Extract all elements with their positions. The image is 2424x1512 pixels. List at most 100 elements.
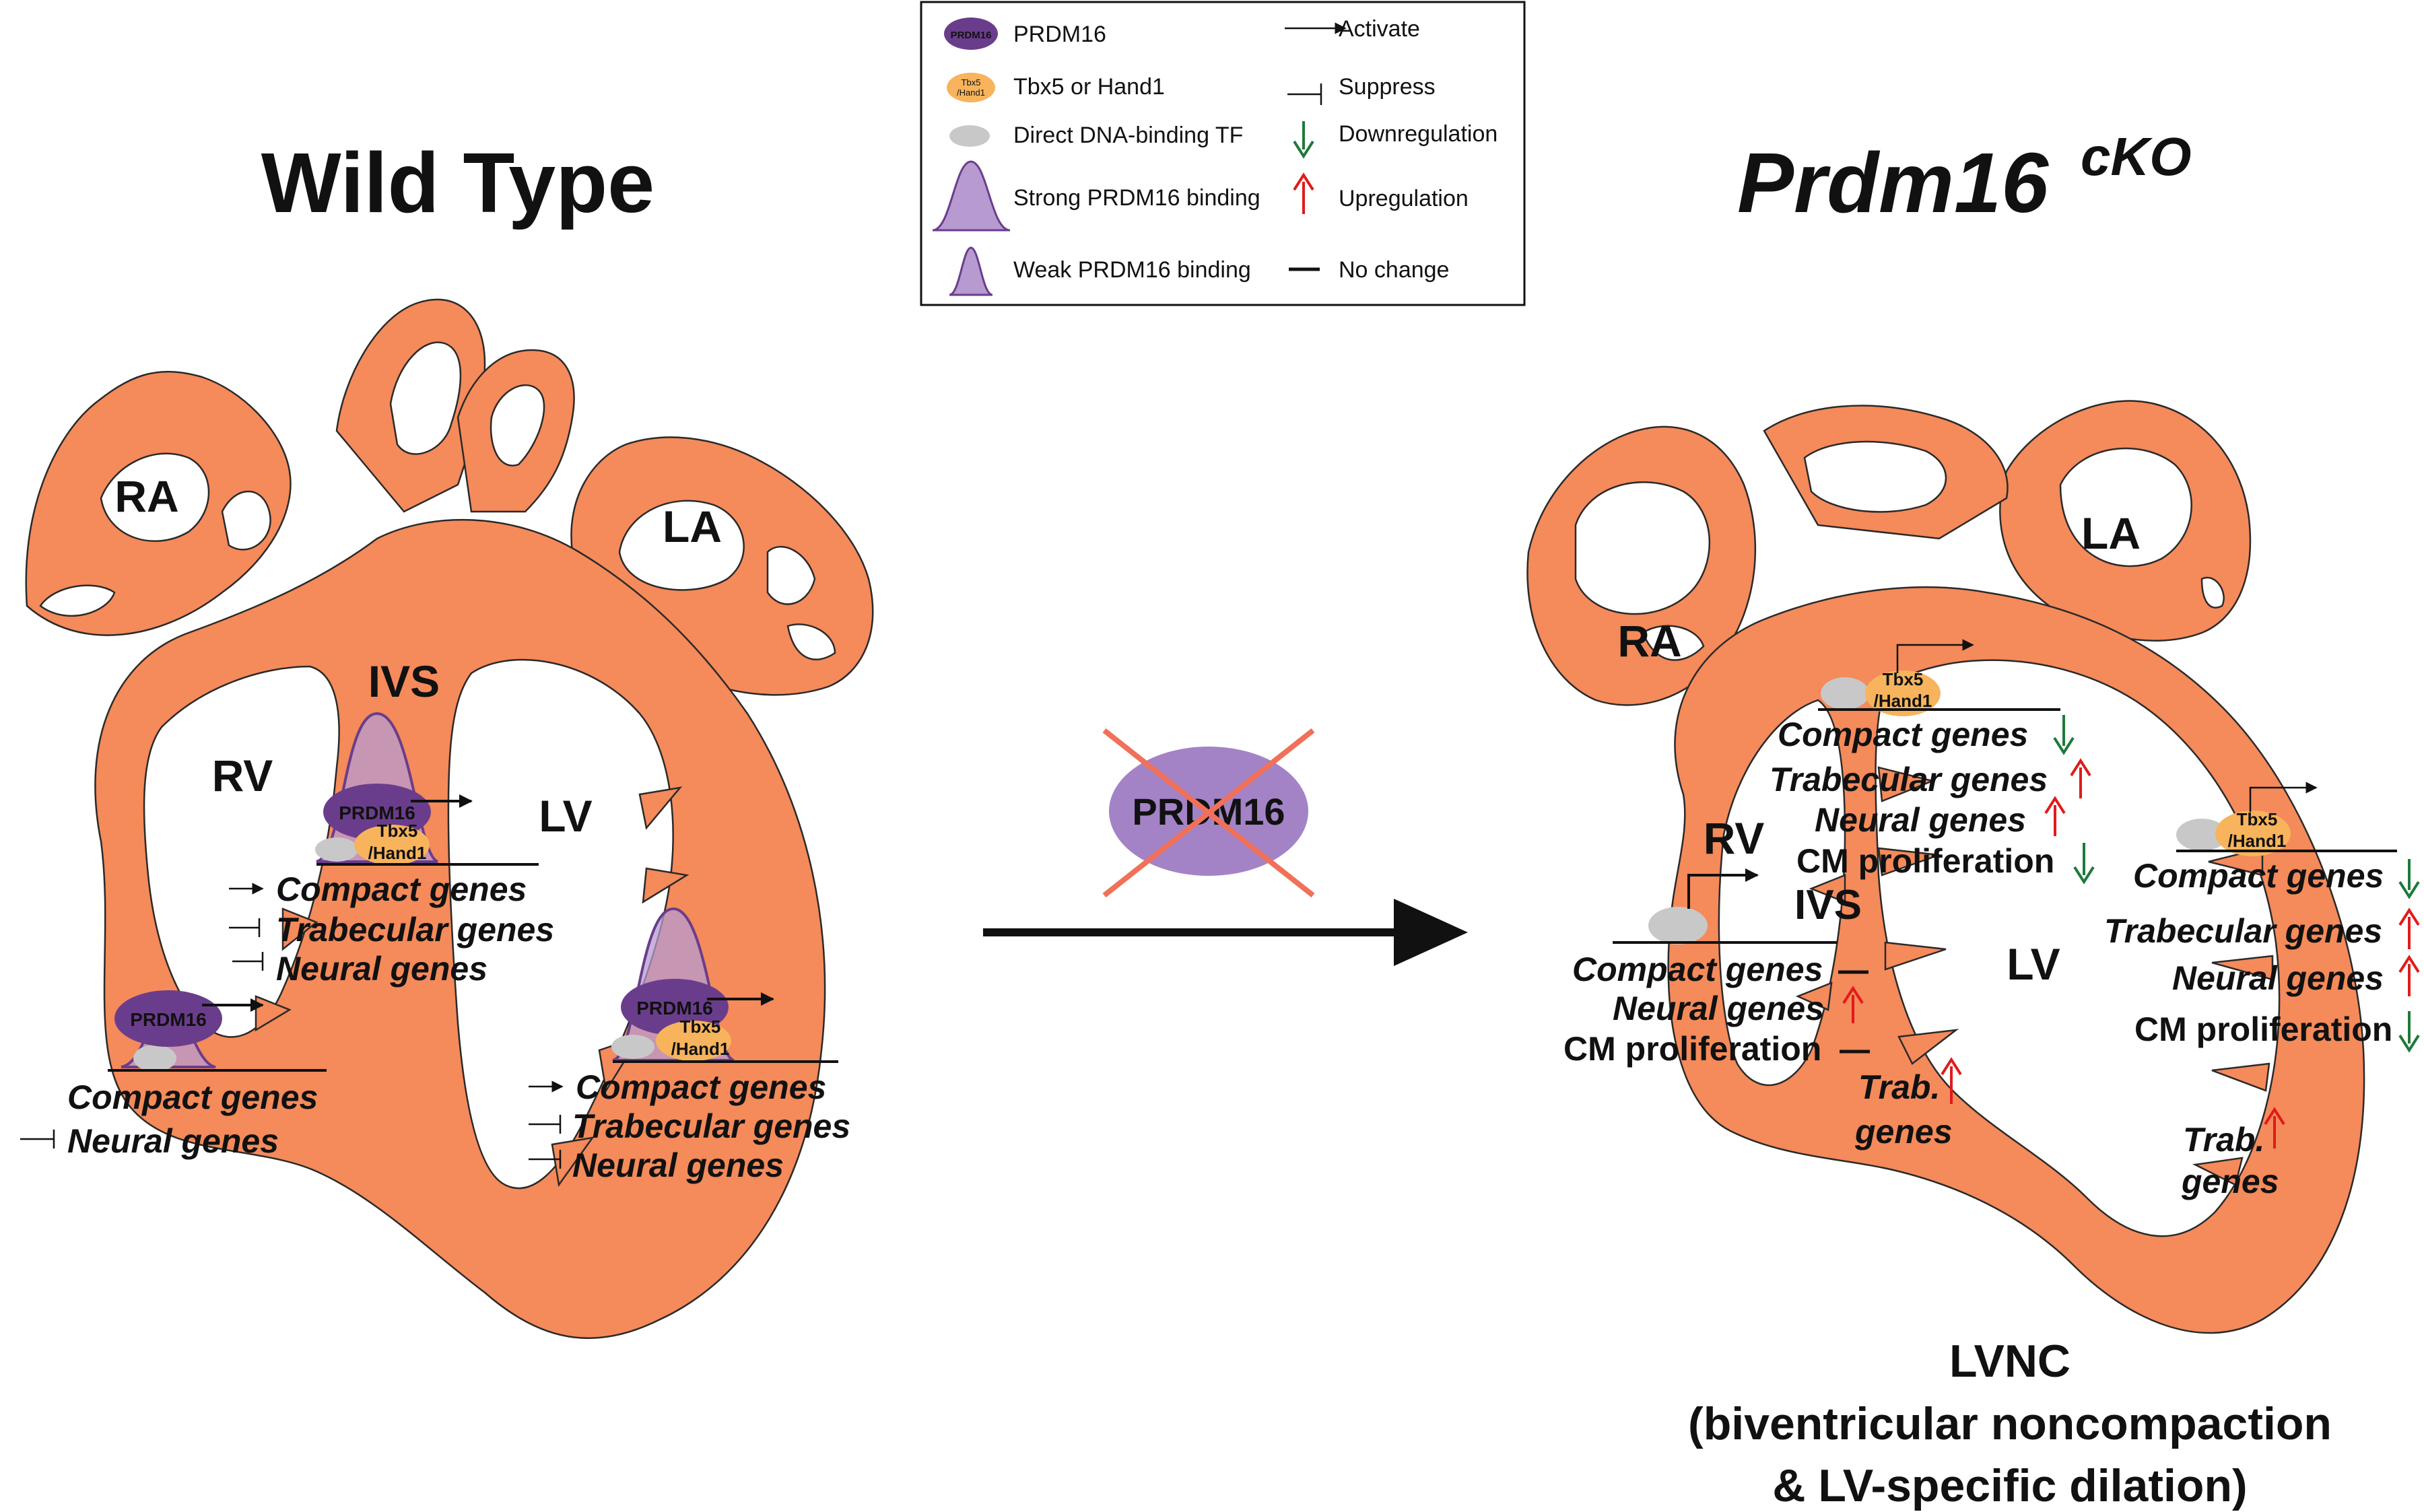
cko-ivs-neural-up-icon (2044, 796, 2066, 836)
cko-rv-neural-genes: Neural genes (1613, 990, 1824, 1027)
cko-lv-label: LV (2007, 939, 2060, 989)
wt-la-label: LA (663, 502, 722, 551)
wt-ra-label: RA (114, 471, 178, 521)
legend-weak-binding-icon (949, 246, 993, 296)
cko-ivs-dna-tf (1821, 677, 1869, 710)
wt-ivs-dna-tf (315, 837, 358, 862)
legend-suppress-icon (1287, 83, 1322, 105)
wt-ivs-trabecular-genes: Trabecular genes (276, 911, 554, 949)
cko-lv-trabecular-up-icon (2398, 907, 2420, 949)
cko-rv-neural-up-icon (1842, 986, 1864, 1023)
legend-dna-tf-icon (949, 125, 990, 147)
cko-ivs-cm-prolif-down-icon (2073, 843, 2095, 885)
wt-ivs-tbx5 (354, 825, 430, 865)
cko-ra-label: RA (1617, 616, 1681, 666)
legend-tbx5-icon (947, 73, 995, 102)
cko-title: Prdm16 (1737, 135, 2049, 230)
wt-ivs-trabecular-suppress-icon (229, 918, 261, 937)
cko-lv-hand1-label: /Hand1 (2228, 831, 2287, 851)
wt-lv-label: LV (539, 791, 592, 841)
wt-lv-compact-genes: Compact genes (576, 1068, 826, 1106)
wt-lv-tbx5-label: Tbx5 (680, 1017, 721, 1037)
cko-lv-compact-down-icon (2398, 859, 2420, 899)
wt-ivs-complex: PRDM16 Tbx5 /Hand1 (315, 712, 539, 866)
wt-ivs-tbx5-label: Tbx5 (377, 821, 418, 841)
legend-down-label: Downregulation (1339, 121, 1497, 147)
wt-heart (25, 298, 874, 1340)
wt-ivs-prdm16-label: PRDM16 (339, 802, 415, 823)
wt-lv-neural-genes: Neural genes (572, 1146, 784, 1184)
wt-rv-prdm16-label: PRDM16 (130, 1009, 207, 1030)
cko-ivs-tss-arrow (1896, 639, 1974, 673)
prdm16-knockout-symbol: PRDM16 (1102, 728, 1315, 898)
wt-ivs-hand1-label: /Hand1 (368, 843, 427, 863)
wt-lv-hand1-label: /Hand1 (671, 1039, 730, 1059)
cko-lv-dna-tf (2176, 819, 2227, 851)
cko-rv-dna-tf (1648, 907, 1708, 944)
cko-ivs-compact-down-icon (2053, 715, 2075, 755)
cko-ivs-label: IVS (1794, 882, 1862, 928)
cko-lv-neural-up-icon (2398, 955, 2420, 996)
cko-lv-cavity (1875, 659, 2281, 1237)
outcome-line-1: LVNC (1949, 1336, 2070, 1387)
legend-tbx5-label: Tbx5 or Hand1 (1013, 74, 1165, 100)
cko-ivs-complex: Tbx5 /Hand1 (1818, 639, 2060, 716)
cko-lv-tbx5-label: Tbx5 (2237, 809, 2278, 829)
legend-strong-binding-label: Strong PRDM16 binding (1013, 185, 1260, 211)
wt-ivs-neural-genes: Neural genes (276, 950, 487, 988)
cko-rv-complex (1613, 868, 1837, 944)
wt-rv-label: RV (212, 751, 273, 800)
cko-lv-trabecular-genes: Trabecular genes (2104, 912, 2382, 950)
cko-ivs-tbx5-label: Tbx5 (1883, 669, 1924, 689)
wt-lv-neural-suppress-icon (529, 1150, 562, 1169)
cko-lv-tss-arrow (2249, 782, 2318, 812)
cko-lv-neural-genes: Neural genes (2172, 959, 2384, 997)
cko-title-superscript: cKO (2081, 127, 2192, 186)
cko-rv-label: RV (1704, 813, 1765, 863)
cko-lv-cm-prolif: CM proliferation (2134, 1010, 2392, 1048)
cko-lv-complex: Tbx5 /Hand1 (2176, 782, 2397, 856)
wt-rv-compact-genes: Compact genes (67, 1078, 318, 1116)
legend-weak-binding-label: Weak PRDM16 binding (1013, 257, 1251, 283)
wt-lv-dna-tf (611, 1035, 654, 1059)
cko-rv-trab-up-icon (1941, 1057, 1962, 1104)
wt-ivs-neural-suppress-icon (232, 952, 264, 971)
legend-tbx5-icon-label-1: Tbx5 (962, 77, 981, 88)
legend-strong-binding-icon (932, 160, 1011, 232)
wt-rv-complex: PRDM16 (108, 990, 327, 1072)
cko-ivs-compact-genes: Compact genes (1778, 716, 2028, 753)
cko-lv-trab-genes-1: Trab. (2183, 1121, 2264, 1159)
legend-up-label: Upregulation (1339, 186, 1469, 211)
cko-lv-cm-prolif-down-icon (2398, 1011, 2420, 1053)
legend-box: PRDM16 PRDM16 Tbx5 /Hand1 Tbx5 or Hand1 … (920, 1, 1526, 306)
wt-lv-trabecular-suppress-icon (529, 1115, 562, 1134)
cko-rv-tss-arrow (1687, 868, 1759, 909)
wt-lv-complex: PRDM16 Tbx5 /Hand1 (611, 907, 838, 1063)
wt-rv-neural-genes: Neural genes (67, 1122, 279, 1160)
transition-arrow (983, 899, 1468, 966)
cko-ivs-tbx5 (1865, 671, 1941, 716)
legend-activate-label: Activate (1339, 16, 1420, 42)
wt-ivs-label: IVS (368, 656, 440, 706)
legend-prdm16-icon (944, 18, 998, 50)
legend-tbx5-icon-label-2: /Hand1 (957, 88, 985, 98)
wt-rv-dna-tf (133, 1045, 176, 1072)
outcome-line-3: & LV-specific dilation) (1772, 1460, 2247, 1511)
knockout-cross-line-2 (1102, 728, 1315, 898)
cko-lv-compact-genes: Compact genes (2133, 857, 2384, 895)
cko-ivs-trabecular-up-icon (2070, 758, 2091, 798)
cko-rv-compact-genes: Compact genes (1572, 951, 1823, 988)
wt-rv-neural-suppress-icon (20, 1130, 55, 1148)
outcome-line-2: (biventricular noncompaction (1688, 1398, 2332, 1449)
cko-rv-cm-prolif: CM proliferation (1563, 1030, 1821, 1068)
cko-rv-trab-genes-2: genes (1854, 1113, 1953, 1150)
wild-type-title: Wild Type (261, 135, 655, 230)
legend-down-arrow-icon (1293, 121, 1314, 159)
wt-lv-prdm16-label: PRDM16 (636, 998, 713, 1019)
cko-ivs-hand1-label: /Hand1 (1874, 691, 1932, 711)
wt-ivs-compact-genes: Compact genes (276, 870, 527, 908)
legend-prdm16-icon-label: PRDM16 (951, 30, 992, 41)
legend-suppress-label: Suppress (1339, 74, 1436, 100)
wt-lv-tbx5 (656, 1021, 731, 1061)
wt-rv-prdm16 (114, 990, 222, 1047)
